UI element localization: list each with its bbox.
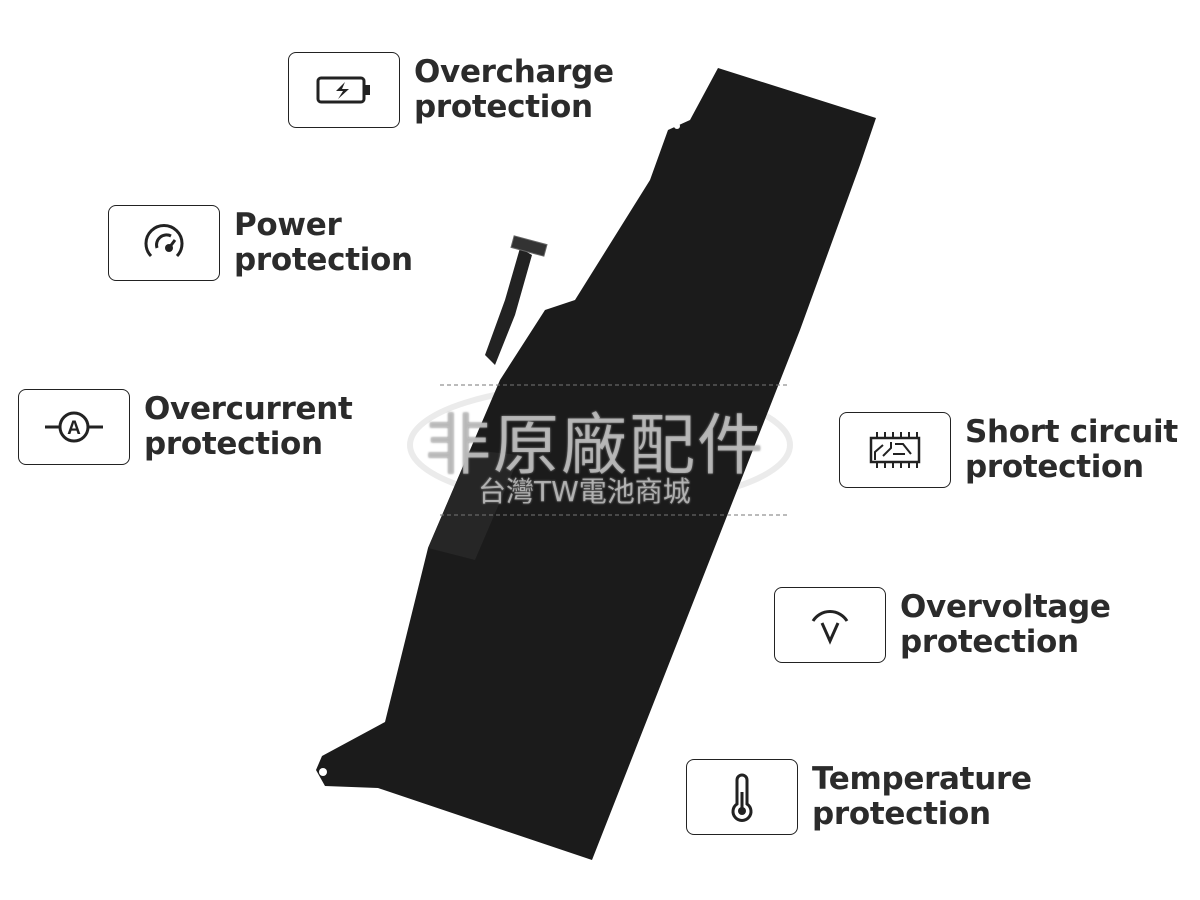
feature-subtitle: protection	[812, 796, 991, 832]
watermark-title: 非原廠配件	[425, 407, 765, 484]
gauge-icon	[108, 205, 220, 281]
feature-title: Overcurrent	[144, 391, 353, 427]
feature-title: Overvoltage	[900, 589, 1111, 625]
feature-title: Overcharge	[414, 54, 614, 90]
feature-subtitle: protection	[234, 242, 413, 278]
thermometer-icon	[686, 759, 798, 835]
feature-subtitle: protection	[144, 426, 323, 462]
feature-title: Power	[234, 207, 342, 243]
battery-charge-icon	[288, 52, 400, 128]
feature-subtitle: protection	[414, 89, 593, 125]
feature-title: Temperature	[812, 761, 1032, 797]
feature-subtitle: protection	[900, 624, 1079, 660]
svg-text:A: A	[67, 418, 81, 439]
watermark-subtitle: 台灣TW電池商城	[478, 475, 691, 508]
feature-subtitle: protection	[965, 449, 1144, 485]
ammeter-icon: A	[18, 389, 130, 465]
voltmeter-icon	[774, 587, 886, 663]
circuit-chip-icon	[839, 412, 951, 488]
feature-title: Short circuit	[965, 414, 1178, 450]
